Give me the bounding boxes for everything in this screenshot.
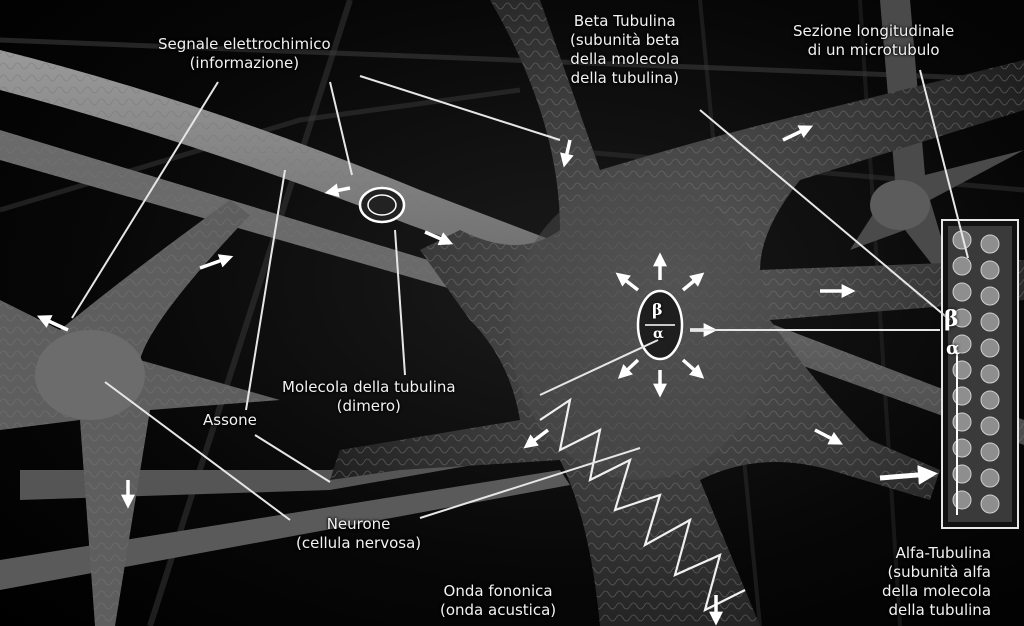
label-beta-tubulina: Beta Tubulina (subunità beta della molec… <box>570 12 680 88</box>
beta-symbol: β <box>944 306 959 332</box>
label-neurone: Neurone (cellula nervosa) <box>296 515 421 553</box>
beta-symbol-dimer: β <box>652 300 663 319</box>
label-segnale: Segnale elettrochimico (informazione) <box>158 35 331 73</box>
alpha-symbol: α <box>946 338 960 359</box>
microtubule-section <box>942 220 1018 528</box>
label-assone: Assone <box>203 411 257 430</box>
label-molecola: Molecola della tubulina (dimero) <box>282 378 456 416</box>
label-alfa-tubulina: Alfa-Tubulina (subunità alfa della molec… <box>882 544 991 620</box>
alpha-symbol-dimer: α <box>653 326 664 342</box>
tubulin-dimer-axon-icon <box>360 188 404 222</box>
label-sezione-longitudinale: Sezione longitudinale di un microtubulo <box>793 22 954 60</box>
label-onda-fononica: Onda fononica (onda acustica) <box>440 582 556 620</box>
